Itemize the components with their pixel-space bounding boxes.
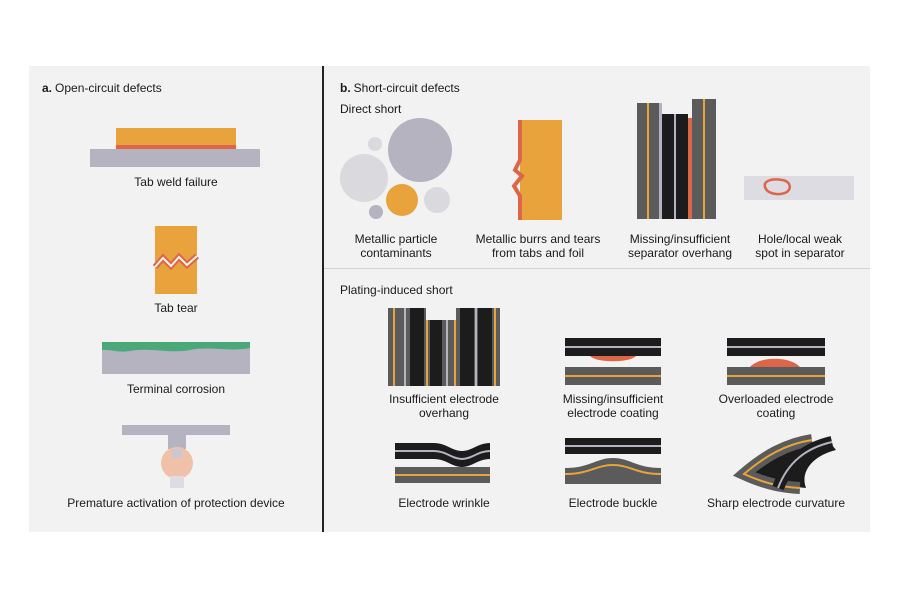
label-protection-device: Premature activation of protection devic… — [67, 496, 285, 510]
missing-coating-illustration — [565, 338, 661, 385]
electrode-buckle-illustration — [564, 438, 662, 484]
overloaded-coating-illustration — [727, 338, 825, 385]
label-separator-hole: Hole/local weak spot in separator — [755, 232, 845, 260]
protection-device-illustration — [122, 425, 230, 488]
panel-divider-vertical — [322, 66, 324, 532]
label-electrode-buckle: Electrode buckle — [568, 496, 658, 510]
panel-a-title: a.Open-circuit defects — [42, 81, 162, 95]
label-metallic-particle: Metallic particle contaminants — [354, 232, 438, 260]
label-missing-coating: Missing/insufficient electrode coating — [562, 392, 664, 420]
plating-short-title: Plating-induced short — [340, 283, 453, 297]
metallic-particle-illustration — [340, 118, 452, 219]
label-terminal-corrosion: Terminal corrosion — [126, 382, 226, 396]
panel-b-title: b.Short-circuit defects — [340, 81, 460, 95]
separator-overhang-illustration — [637, 99, 716, 219]
metallic-burr-illustration — [511, 120, 562, 220]
terminal-corrosion-illustration — [102, 342, 250, 374]
label-sharp-curvature: Sharp electrode curvature — [706, 496, 846, 510]
label-separator-overhang: Missing/insufficient separator overhang — [627, 232, 733, 260]
sharp-curvature-illustration — [732, 434, 836, 494]
label-metallic-burrs: Metallic burrs and tears from tabs and f… — [475, 232, 601, 260]
label-electrode-wrinkle: Electrode wrinkle — [398, 496, 490, 510]
tab-tear-illustration — [152, 226, 200, 294]
label-tab-weld-failure: Tab weld failure — [134, 175, 218, 189]
panel-b-title-text: Short-circuit defects — [353, 81, 460, 95]
electrode-wrinkle-illustration — [395, 443, 491, 483]
panel-a-letter: a. — [42, 81, 53, 95]
panel-a-title-text: Open-circuit defects — [55, 81, 162, 95]
panel-b-letter: b. — [340, 81, 351, 95]
label-tab-tear: Tab tear — [154, 301, 198, 315]
separator-hole-illustration — [744, 176, 854, 200]
section-divider-horizontal — [324, 268, 870, 269]
label-overloaded-coating: Overloaded electrode coating — [718, 392, 834, 420]
direct-short-title: Direct short — [340, 102, 402, 116]
tab-weld-failure-illustration — [90, 128, 260, 167]
label-insufficient-overhang: Insufficient electrode overhang — [389, 392, 499, 420]
insufficient-overhang-illustration — [388, 308, 500, 386]
